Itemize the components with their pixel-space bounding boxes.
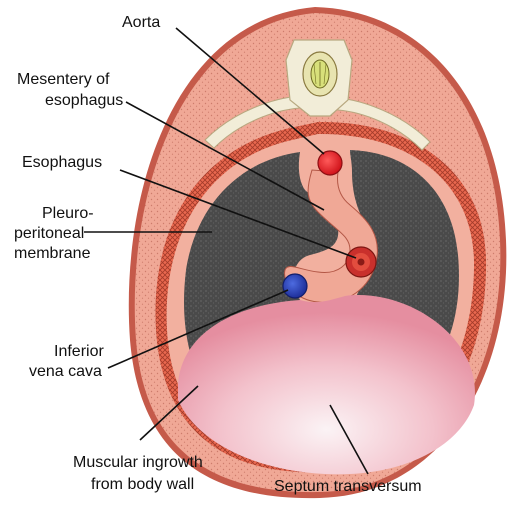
label-pleuro-line3: membrane bbox=[14, 245, 91, 262]
label-aorta: Aorta bbox=[122, 14, 160, 31]
leader-muscular bbox=[139, 385, 199, 441]
label-mesentery-line2: esophagus bbox=[45, 92, 123, 109]
leader-esophagus bbox=[119, 169, 357, 259]
label-esophagus: Esophagus bbox=[22, 154, 102, 171]
label-muscular-line1: Muscular ingrowth bbox=[73, 454, 203, 471]
label-mesentery-line1: Mesentery of bbox=[17, 71, 110, 88]
label-ivc-line1: Inferior bbox=[54, 343, 104, 360]
aorta bbox=[317, 150, 343, 176]
vertebra bbox=[204, 39, 431, 151]
leader-septum bbox=[329, 404, 369, 475]
label-septum-transversum: Septum transversum bbox=[274, 478, 422, 495]
leader-aorta bbox=[175, 27, 325, 155]
leader-mesentery bbox=[125, 101, 325, 211]
leader-ivc bbox=[107, 289, 289, 369]
esophagus bbox=[345, 246, 377, 278]
label-muscular-line2: from body wall bbox=[91, 476, 194, 493]
septum-transversum bbox=[178, 295, 475, 475]
label-pleuro-line1: Pleuro- bbox=[42, 205, 94, 222]
label-ivc-line2: vena cava bbox=[29, 363, 102, 380]
inferior-vena-cava bbox=[282, 273, 308, 299]
label-pleuro-line2: peritoneal bbox=[14, 225, 84, 242]
